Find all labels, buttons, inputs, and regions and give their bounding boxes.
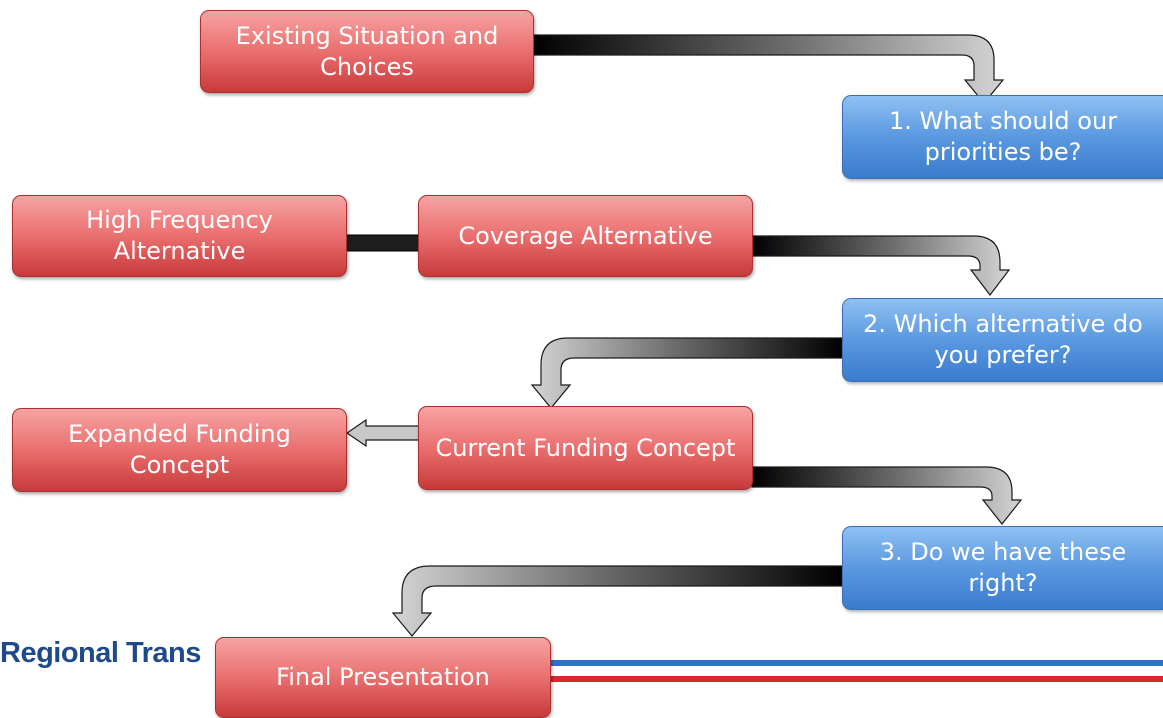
box-question-1-label: 1. What should our priorities be? [888, 107, 1118, 166]
box-question-1: 1. What should our priorities be? [842, 95, 1163, 179]
box-expanded-funding-label: Expanded Funding Concept [68, 420, 291, 479]
arrow-coverage-to-q2 [751, 235, 1011, 296]
box-coverage-label: Coverage Alternative [458, 221, 713, 250]
box-expanded-funding-concept: Expanded Funding Concept [12, 408, 347, 492]
box-final-presentation-label: Final Presentation [276, 663, 490, 691]
box-high-frequency-label: High Frequency Alternative [86, 206, 273, 265]
box-question-2-label: 2. Which alternative do you prefer? [863, 310, 1143, 369]
box-question-3: 3. Do we have these right? [842, 526, 1163, 610]
box-existing-situation: Existing Situation and Choices [200, 10, 534, 93]
connector-highfreq-coverage [344, 234, 422, 252]
box-coverage-alternative: Coverage Alternative [418, 195, 753, 277]
logo-stripe-red [548, 676, 1163, 682]
box-high-frequency-alternative: High Frequency Alternative [12, 195, 347, 277]
box-question-2: 2. Which alternative do you prefer? [842, 298, 1163, 382]
box-question-3-label: 3. Do we have these right? [879, 538, 1127, 597]
arrow-q3-to-final [391, 565, 843, 637]
box-final-presentation: Final Presentation [215, 637, 551, 718]
arrow-existing-to-q1 [531, 34, 1005, 104]
arrow-current-to-expanded [345, 418, 421, 448]
arrow-q2-to-current [530, 337, 843, 409]
regional-transit-logo-text: Regional Trans [0, 637, 201, 669]
box-existing-situation-label: Existing Situation and Choices [235, 21, 499, 81]
box-current-funding-concept: Current Funding Concept [418, 406, 753, 490]
arrow-current-to-q3 [751, 466, 1023, 525]
box-current-funding-label: Current Funding Concept [435, 433, 736, 462]
logo-stripe-blue [548, 660, 1163, 666]
